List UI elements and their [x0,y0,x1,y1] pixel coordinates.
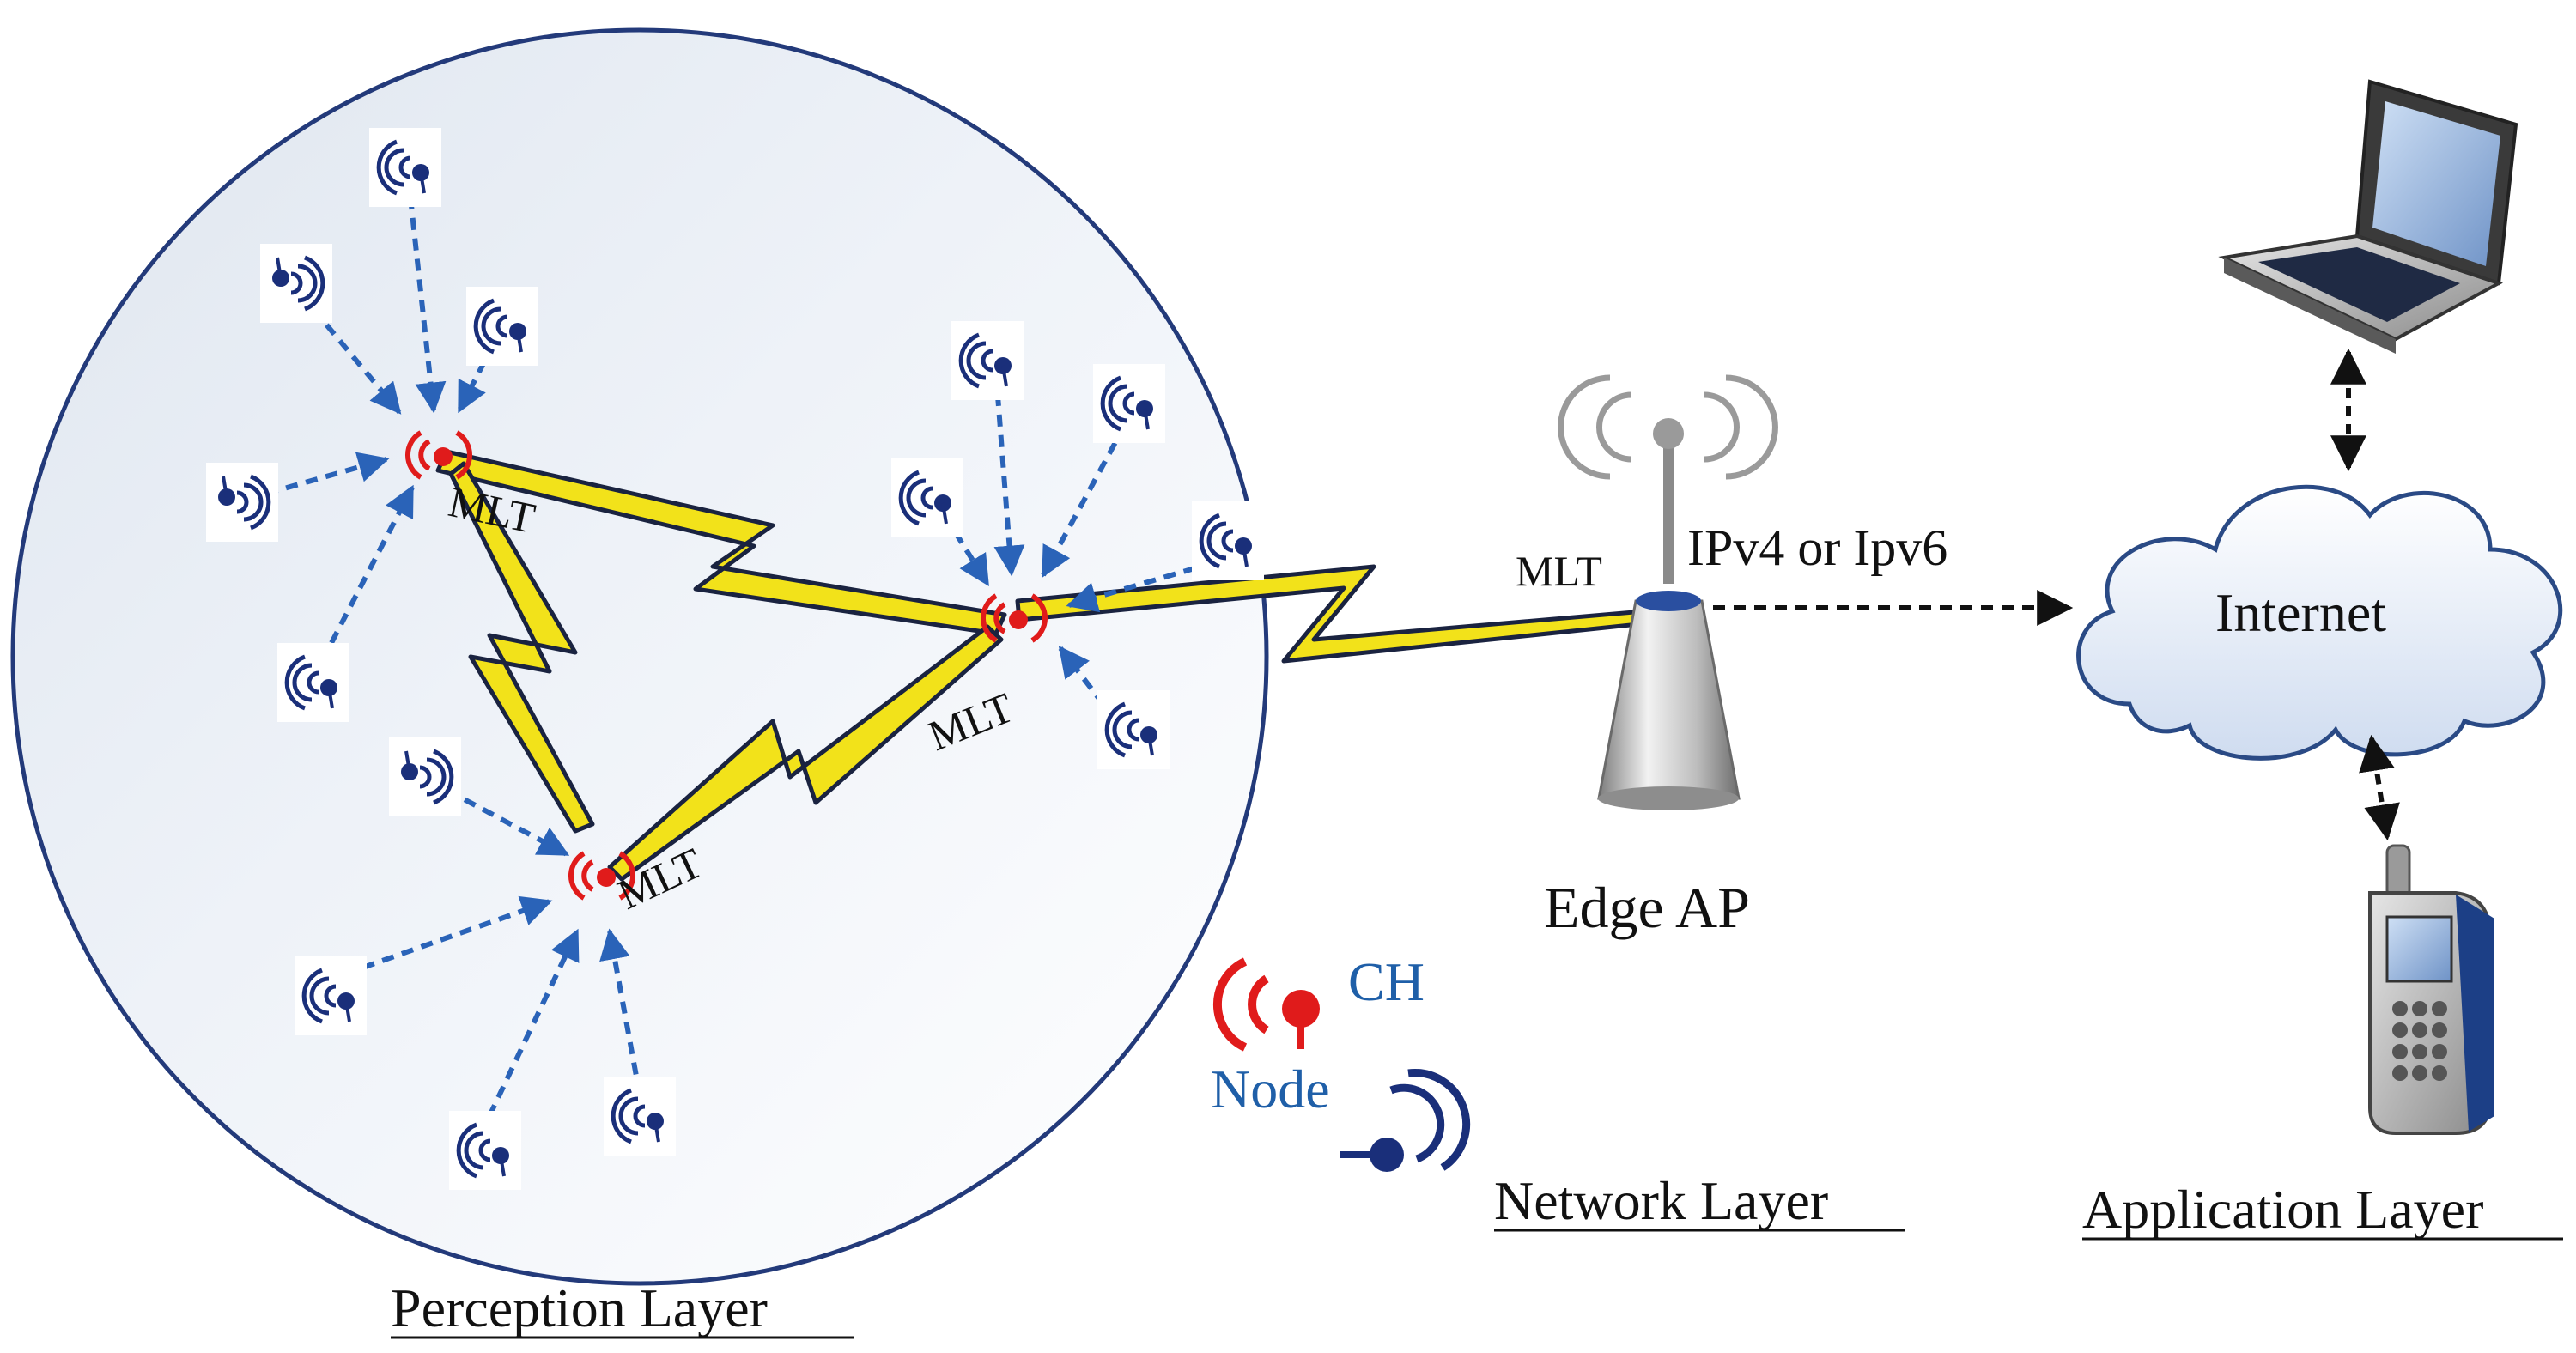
legend: CH Node [1211,951,1471,1172]
mobile-phone-icon [2368,844,2494,1135]
edge-ap-label: Edge AP [1544,875,1750,940]
node-icon [206,463,278,542]
legend-ch-label: CH [1348,951,1425,1012]
internet-cloud: Internet [2076,484,2563,761]
node-icon [449,1111,521,1190]
node-icon [1192,501,1264,580]
lightning-link-ch1-ch2 [448,461,595,834]
sensing-arrows [265,197,1216,1118]
layer-titles: Perception Layer Network Layer Applicati… [391,1170,2563,1339]
lightning-link-ch2-ch3 [607,624,1004,882]
node-icon [604,1077,676,1156]
cloud-icon [2076,484,2563,761]
legend-node-label: Node [1211,1059,1330,1119]
node-icon [891,458,963,537]
legend-node-icon [1340,1069,1471,1172]
ip-protocol-label: IPv4 or Ipv6 [1687,519,1947,576]
node-icon [260,244,332,323]
edge-ap: IPv4 or Ipv6 Edge AP [1544,374,1947,940]
network-layer-title: Network Layer [1494,1170,1828,1231]
mlt-label: MLT [1516,547,1602,595]
perception-layer-title: Perception Layer [391,1277,768,1338]
application-layer-title: Application Layer [2082,1179,2483,1240]
node-icon [466,287,538,366]
node-icon [951,321,1024,400]
node-icon [369,128,441,207]
node-icon [389,737,461,816]
node-icon [295,956,367,1035]
legend-ch-icon [1212,957,1320,1052]
laptop-icon [2218,79,2518,354]
node-icon [277,643,349,722]
internet-label: Internet [2215,582,2386,643]
access-point-icon [1558,374,1778,810]
node-icon [1097,690,1170,769]
node-icon [1093,364,1165,443]
